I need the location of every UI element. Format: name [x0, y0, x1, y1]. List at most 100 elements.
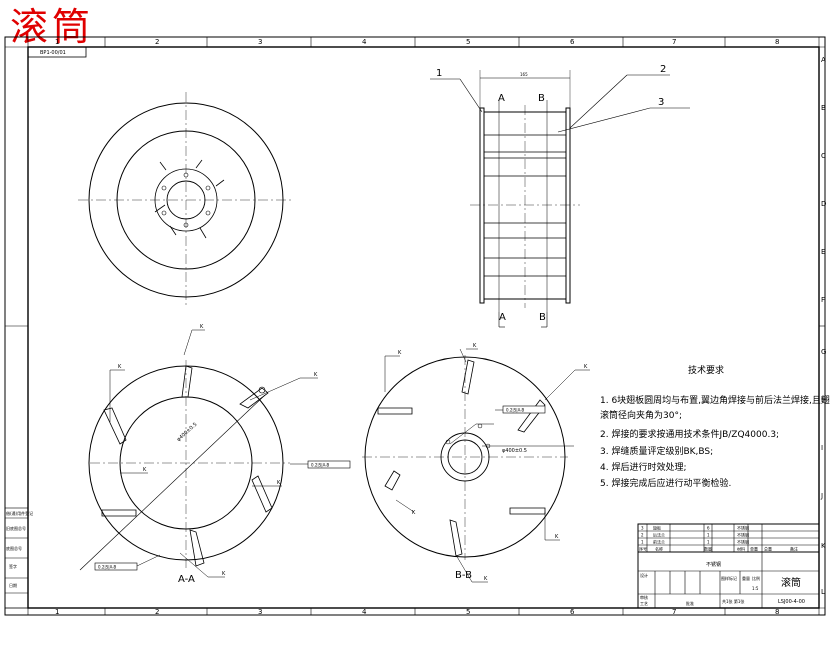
grid-col-label: 5 — [466, 608, 470, 616]
grid-row-label: I — [821, 444, 823, 452]
grid-row-labels: A B C D E F G H I J K L — [820, 56, 826, 596]
part-name: 后法兰 — [653, 532, 665, 538]
tech-requirement-line: 2. 焊接的要求按通用技术条件JB/ZQ4000.3; — [600, 428, 779, 440]
section-label-b-b: B-B — [455, 570, 472, 581]
header-cell: 数量 — [704, 546, 712, 552]
side-view-label-a-bottom: A — [499, 312, 506, 323]
part-material: 不锈钢 — [737, 525, 749, 531]
grid-col-label: 2 — [155, 38, 159, 46]
section-label-a-a: A-A — [178, 574, 195, 585]
part-no: 2 — [641, 533, 644, 538]
grid-col-label: 8 — [775, 608, 779, 616]
header-cell: 备注 — [790, 546, 798, 552]
dim-note-b-b: φ400±0.5 — [502, 448, 527, 454]
grid-col-label: 4 — [362, 608, 367, 616]
tech-requirement-line: 5. 焊接完成后应进行动平衡检验. — [600, 477, 731, 489]
weld-symbol: K — [473, 343, 477, 349]
title-block-roles: 设计 审核 工艺 批准 — [640, 572, 694, 606]
grid-col-label: 7 — [672, 38, 676, 46]
grid-row-label: A — [821, 56, 826, 64]
role-label: 设计 — [640, 572, 648, 578]
scale-label: 比例 — [752, 575, 760, 581]
left-registration-strip — [4, 507, 29, 609]
role-label: 工艺 — [640, 601, 648, 606]
grid-col-label: 1 — [55, 38, 59, 46]
grid-column-ticks — [5, 37, 825, 615]
side-view-width-dim: 165 — [520, 72, 528, 77]
title-block-sheet: 共1张 第1张 — [722, 598, 744, 604]
weld-frame: 0.2|S|A-B — [502, 405, 546, 414]
bolt-holes — [161, 172, 211, 228]
side-view — [470, 70, 580, 312]
left-strip-label: 签字 — [9, 563, 17, 569]
weld-frame: 0.2|S|A-B — [94, 562, 138, 571]
part-no: 1 — [641, 540, 644, 545]
section-arrows — [498, 312, 548, 328]
part-material: 不锈钢 — [737, 539, 749, 545]
drawing-stamp-title: 滚筒 — [10, 5, 95, 49]
weld-symbol: K — [584, 364, 588, 370]
weld-symbol: K — [200, 324, 204, 330]
grid-col-label: 6 — [570, 38, 575, 46]
title-block-material: 不锈钢 — [706, 561, 721, 568]
code-box: BP1-00/01 — [27, 46, 87, 58]
part-name: 前法兰 — [653, 539, 665, 545]
grid-col-label: 2 — [155, 608, 159, 616]
left-strip-labels: 借(通)用件登记 旧底图总号 底图总号 签字 日期 — [6, 510, 33, 588]
callout-3: 3 — [658, 97, 664, 108]
grid-col-label: 8 — [775, 38, 779, 46]
grid-col-label: 3 — [258, 608, 262, 616]
header-cell: 总重 — [764, 546, 772, 552]
callout-1: 1 — [436, 68, 442, 79]
tech-requirements: 技术要求 1. 6块翅板圆周均与布置,翼边角焊接与前后法兰焊接,且翅板与 滚筒径… — [600, 364, 830, 489]
weld-symbol: K — [143, 467, 147, 473]
grid-row-label: C — [821, 152, 826, 160]
blades-b-b — [377, 359, 546, 557]
grid-row-label: B — [821, 104, 826, 112]
weld-frame-text: 0.2|S|A-B — [506, 408, 525, 413]
grid-row-label: H — [821, 396, 826, 404]
left-strip-label: 底图总号 — [6, 545, 22, 551]
parts-list: 3 翅板 6 不锈钢 2 后法兰 1 不锈钢 1 前法兰 1 不锈钢 序号 名称… — [639, 525, 798, 552]
weld-symbol: K — [118, 364, 122, 370]
weld-symbol: K — [277, 480, 281, 486]
title-block-name: 滚筒 — [781, 576, 801, 589]
weld-symbol: K — [222, 571, 226, 577]
grid-column-labels-top: 1 2 3 4 5 6 7 8 — [55, 38, 779, 46]
weld-symbol: K — [555, 534, 559, 540]
tech-requirement-line: 3. 焊缝质量评定级别BK,BS; — [600, 445, 713, 457]
header-cell: 序号 — [639, 546, 647, 552]
scale-label: 重量 — [742, 575, 750, 581]
weld-symbol: K — [314, 372, 318, 378]
tech-requirement-line: 4. 焊后进行时效处理; — [600, 461, 686, 473]
side-view-label-a-top: A — [498, 93, 505, 104]
part-qty: 1 — [707, 533, 710, 538]
part-qty: 1 — [707, 540, 710, 545]
weld-frame: 0.2|S|A-B — [307, 460, 351, 469]
side-view-label-b-bottom: B — [539, 312, 546, 323]
title-block-drawing-no: LSJ00-4-00 — [778, 599, 805, 605]
weld-frame-text: 0.2|S|A-B — [98, 565, 117, 570]
grid-row-label: L — [821, 588, 825, 596]
left-strip-label: 旧底图总号 — [6, 525, 26, 531]
header-cell: 单重 — [750, 546, 758, 552]
header-cell: 材料 — [737, 546, 745, 552]
tech-requirements-title: 技术要求 — [688, 364, 724, 376]
blades-a-a — [101, 365, 273, 567]
weld-symbol: K — [412, 510, 416, 516]
weld-frame-text: 0.2|S|A-B — [311, 463, 330, 468]
grid-col-label: 7 — [672, 608, 676, 616]
side-view-label-b-top: B — [538, 93, 545, 104]
callout-2: 2 — [660, 64, 666, 75]
weld-symbol: K — [398, 350, 402, 356]
grid-col-label: 1 — [55, 608, 59, 616]
grid-row-label: J — [820, 492, 823, 500]
grid-row-label: G — [821, 348, 826, 356]
grid-col-label: 6 — [570, 608, 575, 616]
front-view — [78, 92, 294, 308]
blade-tabs — [154, 159, 225, 239]
grid-row-label: F — [821, 296, 825, 304]
title-block-scale: 1:5 — [752, 586, 759, 591]
grid-row-label: D — [821, 200, 826, 208]
